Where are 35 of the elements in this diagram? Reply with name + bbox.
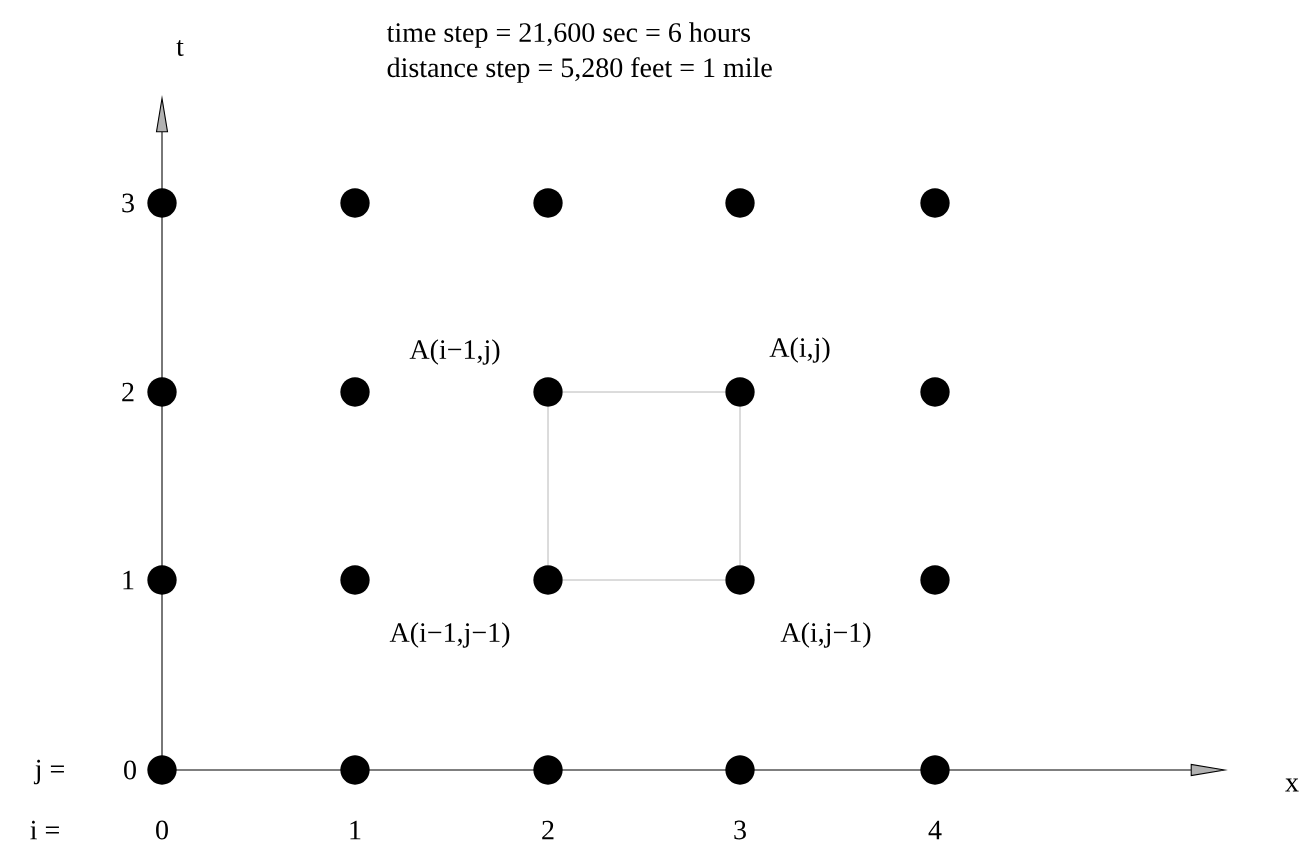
grid-point (147, 377, 177, 407)
point-label: A(i,j−1) (780, 622, 871, 648)
grid-point (920, 377, 950, 407)
point-label: A(i−1,j−1) (389, 622, 510, 648)
grid-line (547, 406, 549, 566)
grid-point (920, 755, 950, 785)
grid-point (340, 565, 370, 595)
axis-prefix: i = (30, 820, 59, 840)
grid-point (725, 755, 755, 785)
grid-point (340, 377, 370, 407)
grid-point (147, 188, 177, 218)
grid-point (340, 188, 370, 218)
tick-label: 1 (350, 820, 361, 840)
grid-line (739, 406, 741, 566)
point-label: A(i,j) (769, 337, 830, 363)
tick-label: 2 (542, 820, 554, 840)
tick-label: 4 (928, 820, 942, 840)
header-text: distance step = 5,280 feet = 1 mile (387, 57, 772, 83)
grid-line (562, 579, 726, 581)
grid-point (725, 188, 755, 218)
tick-label: 0 (156, 820, 168, 840)
grid-point (533, 188, 563, 218)
grid-point (533, 755, 563, 785)
tick-label: 3 (734, 820, 746, 840)
header-text: time step = 21,600 sec = 6 hours (386, 22, 751, 48)
point-label: A(i−1,j) (409, 339, 500, 365)
grid-point (340, 755, 370, 785)
axis-prefix: j = (33, 759, 64, 785)
grid-point (920, 565, 950, 595)
grid-point (147, 755, 177, 785)
grid-point (920, 188, 950, 218)
grid-point (147, 565, 177, 595)
grid-line (562, 391, 726, 393)
axis-label: x (1285, 778, 1299, 792)
axis-label: t (176, 40, 184, 56)
